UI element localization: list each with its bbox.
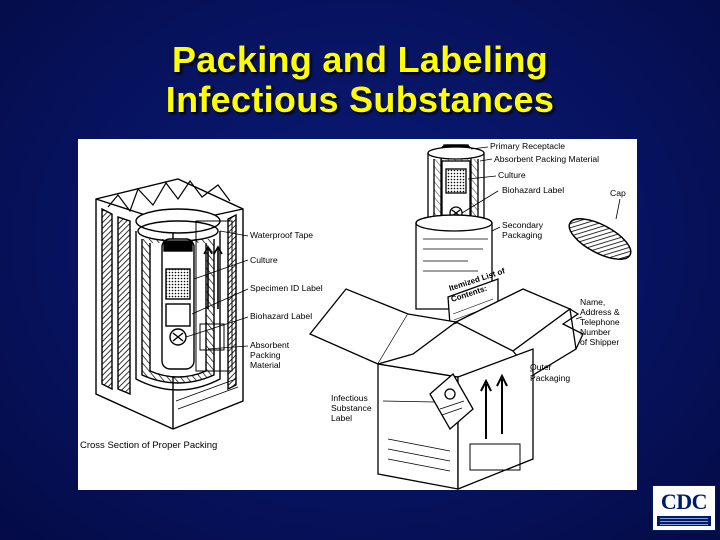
label-primary-receptacle: Primary Receptacle <box>490 141 565 151</box>
packaging-diagram: Waterproof Tape Culture Specimen ID Labe… <box>80 141 632 490</box>
cross-section-caption: Cross Section of Proper Packing <box>80 440 217 451</box>
label-biohazard-right: Biohazard Label <box>502 185 564 195</box>
label-infectious-1: Infectious <box>331 393 368 403</box>
cross-section-box <box>95 178 244 430</box>
label-absorbent-2: Packing <box>250 350 281 360</box>
cdc-logo-bar <box>657 516 711 526</box>
label-culture-right: Culture <box>498 170 526 180</box>
cross-section-leaders <box>185 230 249 350</box>
label-shipper-1: Name, <box>580 297 605 307</box>
exploded-leaders <box>382 146 621 403</box>
label-absorbent-1: Absorbent <box>250 340 290 350</box>
label-secondary-2: Packaging <box>502 230 542 240</box>
label-waterproof-tape: Waterproof Tape <box>250 230 313 240</box>
cdc-logo-text: CDC <box>660 489 708 514</box>
label-infectious-3: Label <box>331 413 352 423</box>
label-culture-left: Culture <box>250 255 278 265</box>
label-shipper-3: Telephone <box>580 317 620 327</box>
title-line-2: Infectious Substances <box>165 79 555 120</box>
packaging-illustration: Waterproof Tape Culture Specimen ID Labe… <box>78 139 637 490</box>
label-outer-1: Outer <box>530 362 552 372</box>
label-absorbent-packing: Absorbent Packing Material <box>494 154 599 164</box>
label-infectious-2: Substance <box>331 403 372 413</box>
label-shipper-4: Number <box>580 327 611 337</box>
slide-title: Packing and Labeling Infectious Substanc… <box>0 40 720 120</box>
label-secondary-1: Secondary <box>502 220 544 230</box>
exploded-view <box>308 144 632 490</box>
label-outer-2: Packaging <box>530 373 570 383</box>
label-cap: Cap <box>610 188 626 198</box>
title-line-1: Packing and Labeling <box>171 39 549 80</box>
label-shipper-2: Address & <box>580 307 620 317</box>
label-absorbent-3: Material <box>250 360 281 370</box>
cdc-logo: CDC <box>652 485 716 531</box>
label-shipper-5: of Shipper <box>580 337 619 347</box>
label-specimen-id: Specimen ID Label <box>250 283 323 293</box>
label-biohazard-left: Biohazard Label <box>250 311 312 321</box>
